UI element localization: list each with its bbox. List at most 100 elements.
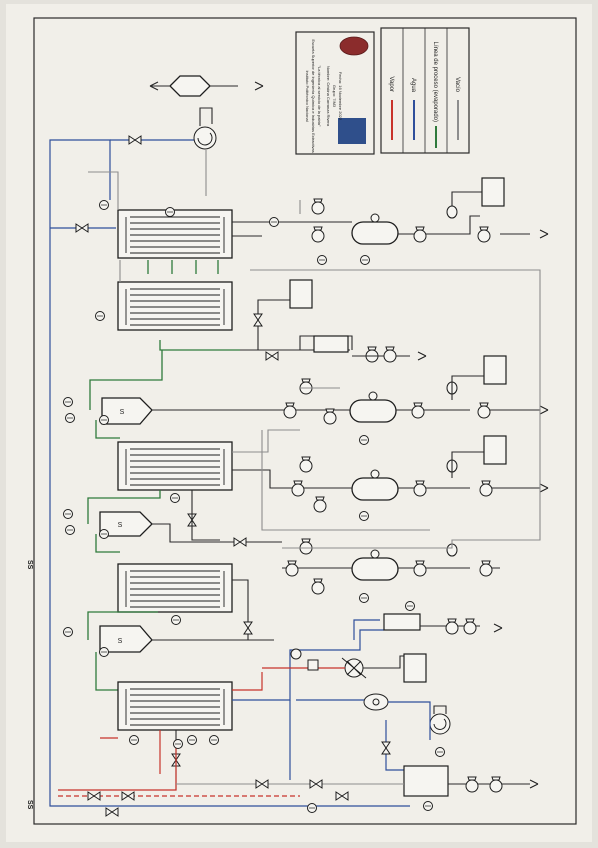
legend-label-vapor: Vapor (388, 76, 394, 92)
gauge-evap2 (170, 493, 180, 503)
gauge-c1-bottom (317, 255, 327, 265)
evap3-out (232, 579, 274, 641)
esiqie-logo (338, 118, 366, 144)
tank-c3 (483, 435, 507, 465)
evaporator-3 (117, 563, 233, 613)
sight-glass-c1 (446, 205, 458, 219)
gauge-evap1-side (95, 311, 105, 321)
receiver-1 (313, 335, 349, 353)
title-school: Escuela Superior de Ingeniería Química e… (311, 39, 316, 152)
gauge-s1b (65, 413, 75, 423)
legend-item-proceso: Línea de proceso (evaporado) (432, 42, 438, 148)
legend-label-agua: Agua (410, 78, 416, 93)
water-main-loop (49, 139, 111, 790)
evaporator-2 (117, 441, 233, 491)
gauge-s1 (63, 397, 73, 407)
evap1-outlet (232, 221, 290, 237)
receiver-hx (383, 613, 421, 631)
water-evap4-out (232, 629, 384, 701)
tank-c3-line (451, 451, 484, 478)
gauge-feed-tank (423, 801, 433, 811)
title-block: Instituto Politécnico Nacional Escuela S… (295, 31, 375, 155)
gauge-hx (405, 601, 415, 611)
tank-hx (403, 653, 427, 683)
title-date: Fecha: 16 Noviembre 2022 (338, 72, 343, 121)
process-s1-in (89, 350, 163, 410)
condenser-1-lines (290, 215, 480, 235)
tank-c1-line (451, 191, 482, 212)
feed-pump[interactable] (429, 705, 451, 735)
gauge-s1c (99, 415, 109, 425)
evap2-out (232, 469, 286, 489)
side-mark-bottom: SS (26, 800, 33, 810)
ipn-logo (339, 36, 369, 56)
gauge-c4 (359, 593, 369, 603)
legend-item-agua: Agua (410, 78, 416, 140)
evaporator-1-top (117, 209, 233, 259)
gauge-bottom (307, 803, 317, 813)
water-header-bottom (49, 790, 410, 807)
s2-vapor-out (152, 523, 282, 543)
gauge-s2b (65, 525, 75, 535)
paper-sheet (6, 4, 592, 842)
temp-indicator (290, 648, 302, 660)
gauge-c2 (359, 435, 369, 445)
legend-box: Vapor Agua Línea de proceso (evaporado) … (380, 27, 470, 154)
vac-return (250, 269, 541, 531)
tank-c2-line (451, 375, 484, 400)
water-hx-top (353, 619, 380, 640)
drawing-frame (33, 17, 577, 825)
separator-3: S (99, 625, 153, 653)
gauge-s3 (63, 627, 73, 637)
tank-condensate-1 (289, 279, 313, 309)
gauge-c1 (269, 217, 279, 227)
title-name: Nombre: Cristina Carranza Rivera (326, 66, 331, 127)
gauge-evap4-c (209, 735, 219, 745)
feed-tank (403, 765, 449, 797)
vacuum-pump-top[interactable] (193, 107, 217, 150)
evaporator-4 (117, 681, 233, 731)
process-s2-out (95, 534, 120, 553)
title-group: Grupo: 7IM3 (332, 85, 337, 108)
steam-header (58, 740, 177, 791)
legend-item-vapor: Vapor (388, 76, 394, 140)
separator-3-label: S (118, 638, 123, 645)
vacuum-evap1 (88, 171, 121, 282)
gauge-c3 (359, 511, 369, 521)
legend-item-vacio: Vacío (454, 77, 460, 140)
temp-transmitter (307, 659, 319, 671)
gauge-s2 (63, 509, 73, 519)
process-out-evap1 (159, 340, 240, 351)
title-institution: Instituto Politécnico Nacional (305, 70, 310, 121)
vac-evap2 (232, 429, 300, 453)
gauge-evap4-b (187, 735, 197, 745)
separator-1-label: S (120, 409, 125, 416)
top-filter (149, 75, 264, 97)
tank-c2 (483, 355, 507, 385)
gauge-steam (173, 739, 183, 749)
gauge-evap3 (171, 615, 181, 625)
tank-c1 (481, 177, 505, 207)
evap2-drain (191, 490, 220, 541)
legend-label-proceso: Línea de proceso (evaporado) (432, 42, 438, 122)
steam-condensate-evap4 (100, 730, 161, 774)
evaporator-1-bottom (117, 281, 233, 331)
gauge-feed (435, 747, 445, 757)
gauge-s2c (99, 529, 109, 539)
separator-2-label: S (118, 522, 123, 529)
process-s3-out (95, 652, 118, 691)
legend-label-vacio: Vacío (454, 77, 460, 93)
process-s3-in (87, 611, 158, 640)
title-motto: "La técnica al servicio de la patria" (317, 66, 322, 127)
gauge-evap4-a (129, 735, 139, 745)
process-s1-out (95, 420, 120, 439)
process-risers-evap1 (147, 260, 219, 274)
gauge-c1-b2 (360, 255, 370, 265)
vac-c4 (282, 480, 541, 549)
process-s2-in (87, 490, 161, 524)
gauge-s3b (99, 647, 109, 657)
side-mark-top: SS (26, 560, 33, 570)
steam-evap4-top (232, 672, 263, 691)
flow-meter (363, 693, 389, 711)
